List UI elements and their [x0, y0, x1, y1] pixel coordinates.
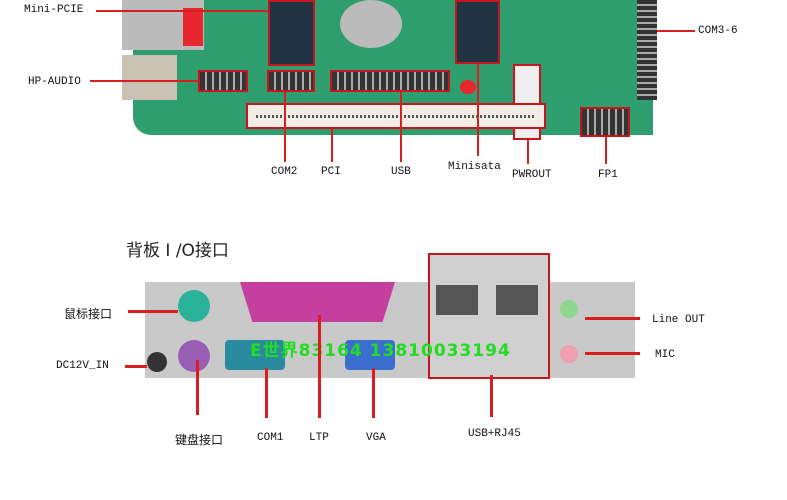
callout-line — [585, 352, 640, 355]
label-line-out: Line OUT — [652, 314, 705, 326]
callout-line — [331, 129, 333, 162]
red-led — [460, 80, 476, 94]
callout-line — [318, 315, 321, 418]
label-com3-6: COM3-6 — [698, 25, 738, 37]
usb-header — [330, 70, 450, 92]
label-mic: MIC — [655, 349, 675, 361]
label-usb-rj45: USB+RJ45 — [468, 428, 521, 440]
usb-rj45-stack — [428, 253, 550, 379]
callout-line — [90, 80, 198, 82]
hp-audio-header — [198, 70, 248, 92]
callout-line — [372, 368, 375, 418]
ps2-mouse-port — [178, 290, 210, 322]
cmos-battery — [340, 0, 402, 48]
mini-pcie-slot — [268, 0, 315, 66]
rj45-port-2 — [496, 285, 538, 315]
label-com1: COM1 — [257, 432, 284, 444]
dc-jack — [147, 352, 167, 372]
parallel-port — [240, 282, 395, 322]
callout-line — [657, 30, 695, 32]
com3-6-header — [637, 0, 657, 100]
watermark: E世界83164 13810033194 — [250, 341, 511, 361]
ps2-keyboard-port — [178, 340, 210, 372]
label-vga: VGA — [366, 432, 386, 444]
audio-jack — [122, 55, 177, 100]
com2-header — [267, 70, 315, 92]
callout-line — [477, 64, 479, 156]
callout-line — [265, 368, 268, 418]
label-fp1: FP1 — [598, 169, 618, 181]
callout-line — [128, 310, 178, 313]
pci-slot — [246, 103, 546, 129]
label-dc12v-in: DC12V_IN — [56, 360, 109, 372]
fp1-header — [580, 107, 630, 137]
callout-line — [125, 365, 147, 368]
label-mini-pcie: Mini-PCIE — [24, 4, 84, 16]
label-minisata: Minisata — [448, 161, 501, 173]
label-mouse-port: 鼠标接口 — [64, 307, 113, 321]
callout-line — [527, 140, 529, 164]
line-out-jack — [560, 300, 578, 318]
section-title: 背板 I /O接口 — [126, 241, 229, 261]
callout-line — [605, 137, 607, 164]
callout-line — [284, 92, 286, 162]
callout-line — [400, 92, 402, 162]
label-hp-audio: HP-AUDIO — [28, 76, 81, 88]
label-keyboard-port: 键盘接口 — [175, 433, 224, 447]
vga-port — [345, 340, 395, 370]
callout-line — [585, 317, 640, 320]
callout-line — [490, 375, 493, 417]
label-ltp: LTP — [309, 432, 329, 444]
mic-jack — [560, 345, 578, 363]
serial-port — [225, 340, 285, 370]
label-pci: PCI — [321, 166, 341, 178]
callout-line — [196, 360, 199, 415]
label-com2: COM2 — [271, 166, 298, 178]
label-pwrout: PWROUT — [512, 169, 552, 181]
red-block — [183, 8, 203, 46]
callout-line — [96, 10, 268, 12]
label-usb: USB — [391, 166, 411, 178]
minisata-slot — [455, 0, 500, 64]
rj45-port-1 — [436, 285, 478, 315]
